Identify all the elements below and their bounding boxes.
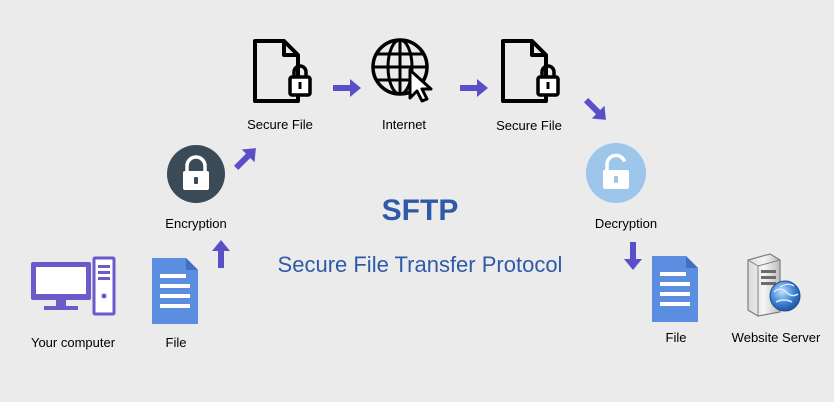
- file-source-label: File: [165, 335, 187, 350]
- file-destination-node: [652, 256, 698, 322]
- secure-file-2-label: Secure File: [496, 118, 562, 133]
- arrow-down-1: [624, 242, 642, 270]
- encryption-label: Encryption: [165, 216, 227, 231]
- encryption-node: [166, 144, 226, 204]
- lock-closed-icon: [167, 145, 225, 203]
- secure-file-2-node: [500, 38, 562, 106]
- internet-node: [370, 38, 436, 103]
- computer-label: Your computer: [30, 335, 116, 350]
- computer-node: [28, 256, 118, 318]
- decryption-label: Decryption: [594, 216, 658, 231]
- arrow-right-2: [460, 79, 488, 97]
- server-icon: [747, 253, 801, 317]
- arrow-diag-down-right: [583, 97, 606, 120]
- internet-label: Internet: [381, 117, 427, 132]
- file-destination-label: File: [665, 330, 687, 345]
- document-icon: [152, 258, 198, 324]
- server-node: [740, 252, 806, 318]
- arrow-right-1: [333, 79, 361, 97]
- diagram-subtitle: Secure File Transfer Protocol: [277, 252, 563, 277]
- diagram-title: SFTP: [381, 194, 459, 227]
- computer-icon: [31, 256, 116, 316]
- server-label: Website Server: [731, 330, 821, 345]
- secure-file-icon: [253, 39, 312, 103]
- file-source-node: [152, 258, 198, 324]
- document-icon: [652, 256, 698, 322]
- arrow-up-1: [212, 240, 230, 268]
- lock-open-icon: [586, 143, 646, 203]
- secure-file-icon: [501, 39, 560, 103]
- secure-file-1-node: [252, 38, 314, 106]
- globe-cursor-icon: [371, 38, 433, 103]
- decryption-node: [585, 142, 647, 204]
- secure-file-1-label: Secure File: [247, 117, 313, 132]
- arrow-diag-up-right: [233, 148, 256, 171]
